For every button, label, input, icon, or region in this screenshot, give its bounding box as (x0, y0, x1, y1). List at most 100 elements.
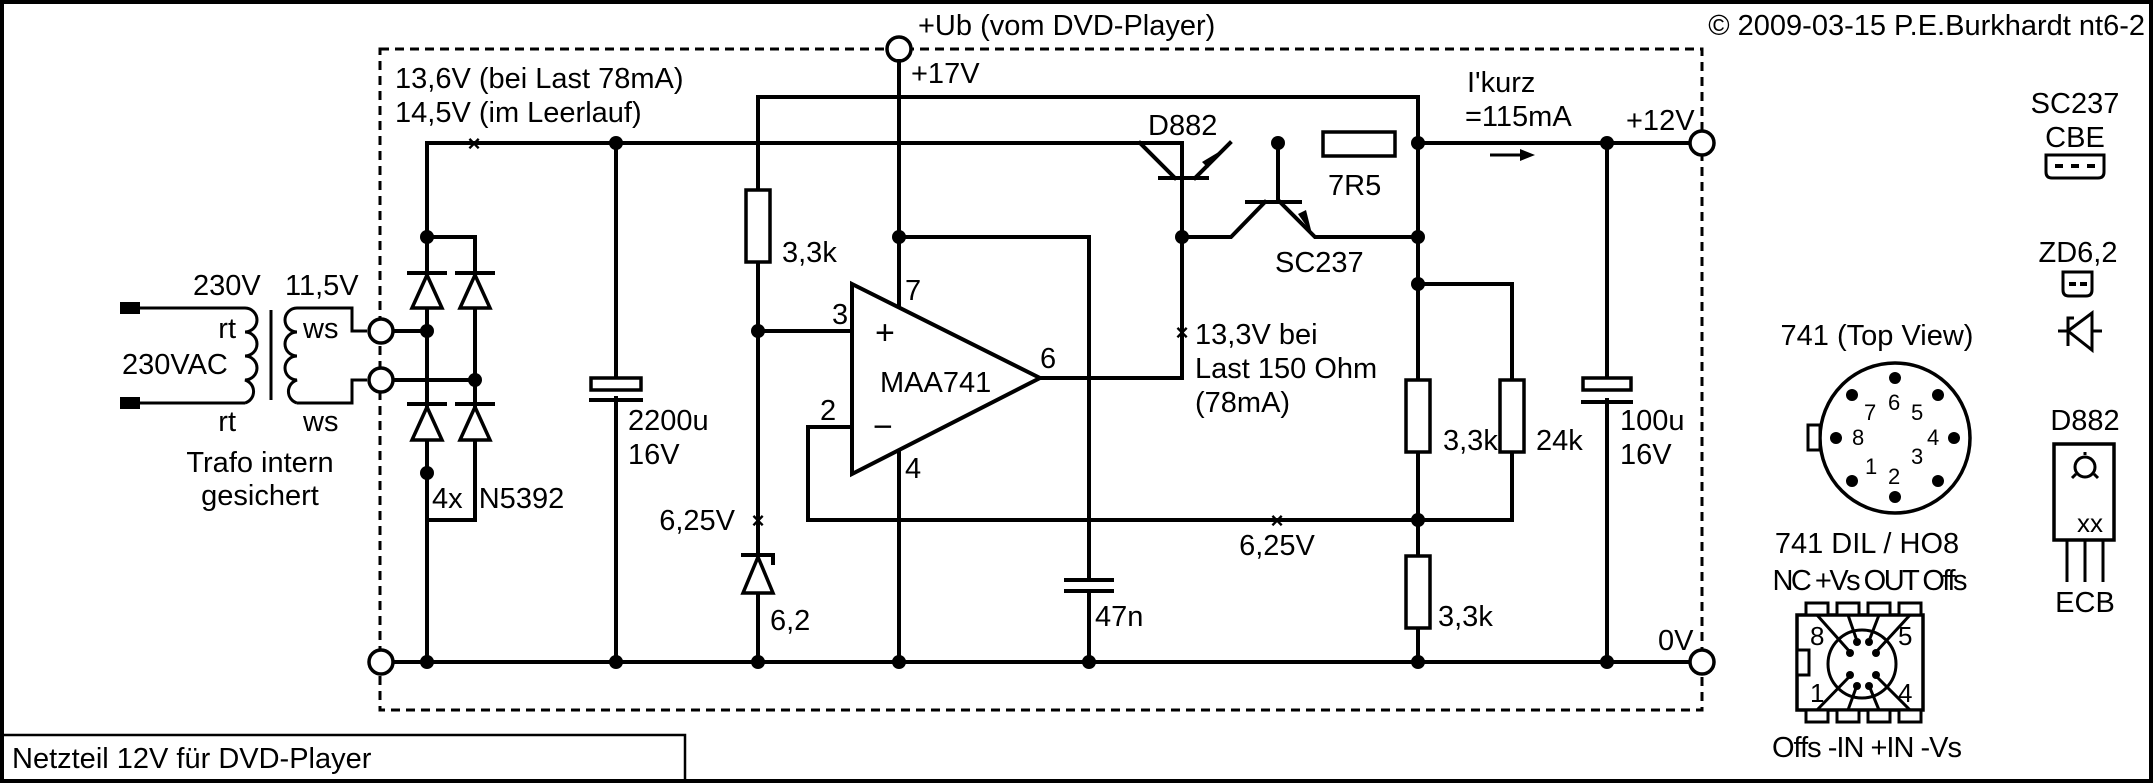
opamp-pin6: 6 (1040, 343, 1056, 375)
primary-wire-bottom-label: rt (218, 406, 236, 438)
q1-label: D882 (1148, 110, 1217, 142)
transformer-note-line1: Trafo intern (186, 447, 333, 479)
ub-value-label: +17V (911, 58, 980, 90)
reference-branch (740, 95, 776, 669)
c1-voltage-label: 16V (628, 439, 680, 471)
transformer (120, 302, 367, 409)
to5-pin5: 5 (1911, 400, 1923, 425)
base-voltage-line1: 13,3V bei (1195, 319, 1318, 351)
dil-pin5: 5 (1898, 621, 1912, 651)
ground-terminal-in[interactable] (367, 648, 395, 676)
primary-coil (244, 306, 259, 405)
d882-marking: xx (2077, 508, 2103, 538)
opamp-pin3: 3 (832, 299, 848, 331)
zener-icon (740, 552, 776, 595)
title-block-text: Netzteil 12V für DVD-Player (12, 743, 372, 775)
to5-pin4: 4 (1927, 425, 1939, 450)
transistor-d882 (1137, 140, 1233, 380)
opamp-label: MAA741 (880, 367, 991, 399)
to5-pin1: 1 (1865, 454, 1877, 479)
r-div-top-label: 3,3k (1443, 425, 1498, 457)
to5-pin8: 8 (1852, 425, 1864, 450)
base-voltage-line3: (78mA) (1195, 387, 1290, 419)
out-12v-label: +12V (1626, 105, 1695, 137)
dil-pin8: 8 (1810, 621, 1824, 651)
opamp-minus-sign: − (873, 408, 893, 446)
secondary-voltage-label: 11,5V (285, 270, 359, 302)
out-0v-terminal[interactable] (1688, 648, 1716, 676)
secondary-coil (283, 306, 298, 405)
opamp-pin7: 7 (905, 275, 921, 307)
capacitor-c3 (1581, 136, 1633, 669)
out-12v-terminal[interactable] (1688, 129, 1716, 157)
q2-label: SC237 (1275, 247, 1364, 279)
to5-pin6: 6 (1888, 390, 1900, 415)
bridge-rectifier (379, 141, 495, 669)
primary-wire-top-label: rt (218, 313, 236, 345)
secondary-wire-bottom-label: ws (302, 406, 338, 438)
primary-voltage-label: 230V (193, 270, 261, 302)
d882-pins: ECB (2055, 587, 2115, 619)
zd-package-icon (2061, 270, 2094, 298)
c2-label: 47n (1095, 601, 1143, 633)
dil-pinout-title: 741 DIL / HO8 (1775, 528, 1959, 560)
opamp-plus-sign: + (875, 314, 895, 352)
ub-rail (756, 95, 1420, 145)
copyright-text: © 2009-03-15 P.E.Burkhardt nt6-2 (1708, 10, 2145, 42)
bridge-label: 4x IN5392 (432, 483, 564, 515)
rsense-label: 7R5 (1328, 170, 1381, 202)
to5-pin2: 2 (1888, 464, 1900, 489)
ikurz-line2: =115mA (1465, 101, 1572, 133)
primary-leads (140, 306, 245, 405)
dil8-package-icon (1795, 601, 1925, 724)
dil-top-labels: NC +Vs OUT Offs (1773, 565, 1968, 597)
zener-label: 6,2 (770, 605, 810, 637)
opamp-pin4: 4 (905, 453, 921, 485)
to92-package-icon (2044, 153, 2106, 180)
out-0v-label: 0V (1658, 625, 1694, 657)
current-arrow-icon (1490, 149, 1535, 161)
ikurz-line1: I'kurz (1467, 67, 1535, 99)
test-point-marker: × (468, 131, 481, 156)
to5-pin7: 7 (1864, 400, 1876, 425)
raw-voltage-idle-label: 14,5V (im Leerlauf) (395, 97, 642, 129)
ref-test-point: × (752, 508, 765, 533)
sc237-pinout-title: SC237 (2031, 88, 2120, 120)
secondary-leads (297, 306, 367, 405)
d882-pinout-title: D882 (2050, 405, 2119, 437)
opamp (756, 141, 1420, 522)
to126-package-icon (2052, 442, 2116, 582)
c3-voltage-label: 16V (1620, 439, 1672, 471)
c2-line (897, 235, 1091, 664)
dil-pin1: 1 (1810, 678, 1824, 708)
c1-value-label: 2200u (628, 405, 709, 437)
title-block-frame (0, 733, 687, 783)
mains-label: 230VAC (122, 349, 228, 381)
voltage-divider (1404, 136, 1526, 669)
mains-plug-top[interactable] (120, 302, 140, 314)
zener-symbol-icon (2058, 310, 2102, 354)
capacitor-c2 (1064, 578, 1114, 669)
dil-bottom-labels: Offs -IN +IN -Vs (1772, 732, 1962, 764)
resistor-r1 (744, 188, 772, 264)
diode-icon (407, 270, 495, 442)
ac-terminal-1[interactable] (367, 317, 395, 345)
mains-plug-bottom[interactable] (120, 397, 140, 409)
base-test-point: × (1176, 320, 1189, 345)
ub-terminal[interactable] (885, 35, 913, 63)
to5-package-icon (1806, 361, 1972, 515)
fb-voltage-label: 6,25V (1239, 530, 1315, 562)
r1-label: 3,3k (782, 237, 837, 269)
transistor-sc237 (1180, 136, 1420, 239)
to5-pin3: 3 (1911, 444, 1923, 469)
c3-value-label: 100u (1620, 405, 1685, 437)
base-voltage-line2: Last 150 Ohm (1195, 353, 1377, 385)
ref-voltage-label: 6,25V (659, 505, 735, 537)
resistor-rsense (1321, 130, 1397, 158)
ac-terminal-2[interactable] (367, 366, 395, 394)
secondary-wire-top-label: ws (302, 313, 338, 345)
capacitor-c1 (589, 136, 643, 669)
to5-pinout-title: 741 (Top View) (1781, 320, 1974, 352)
